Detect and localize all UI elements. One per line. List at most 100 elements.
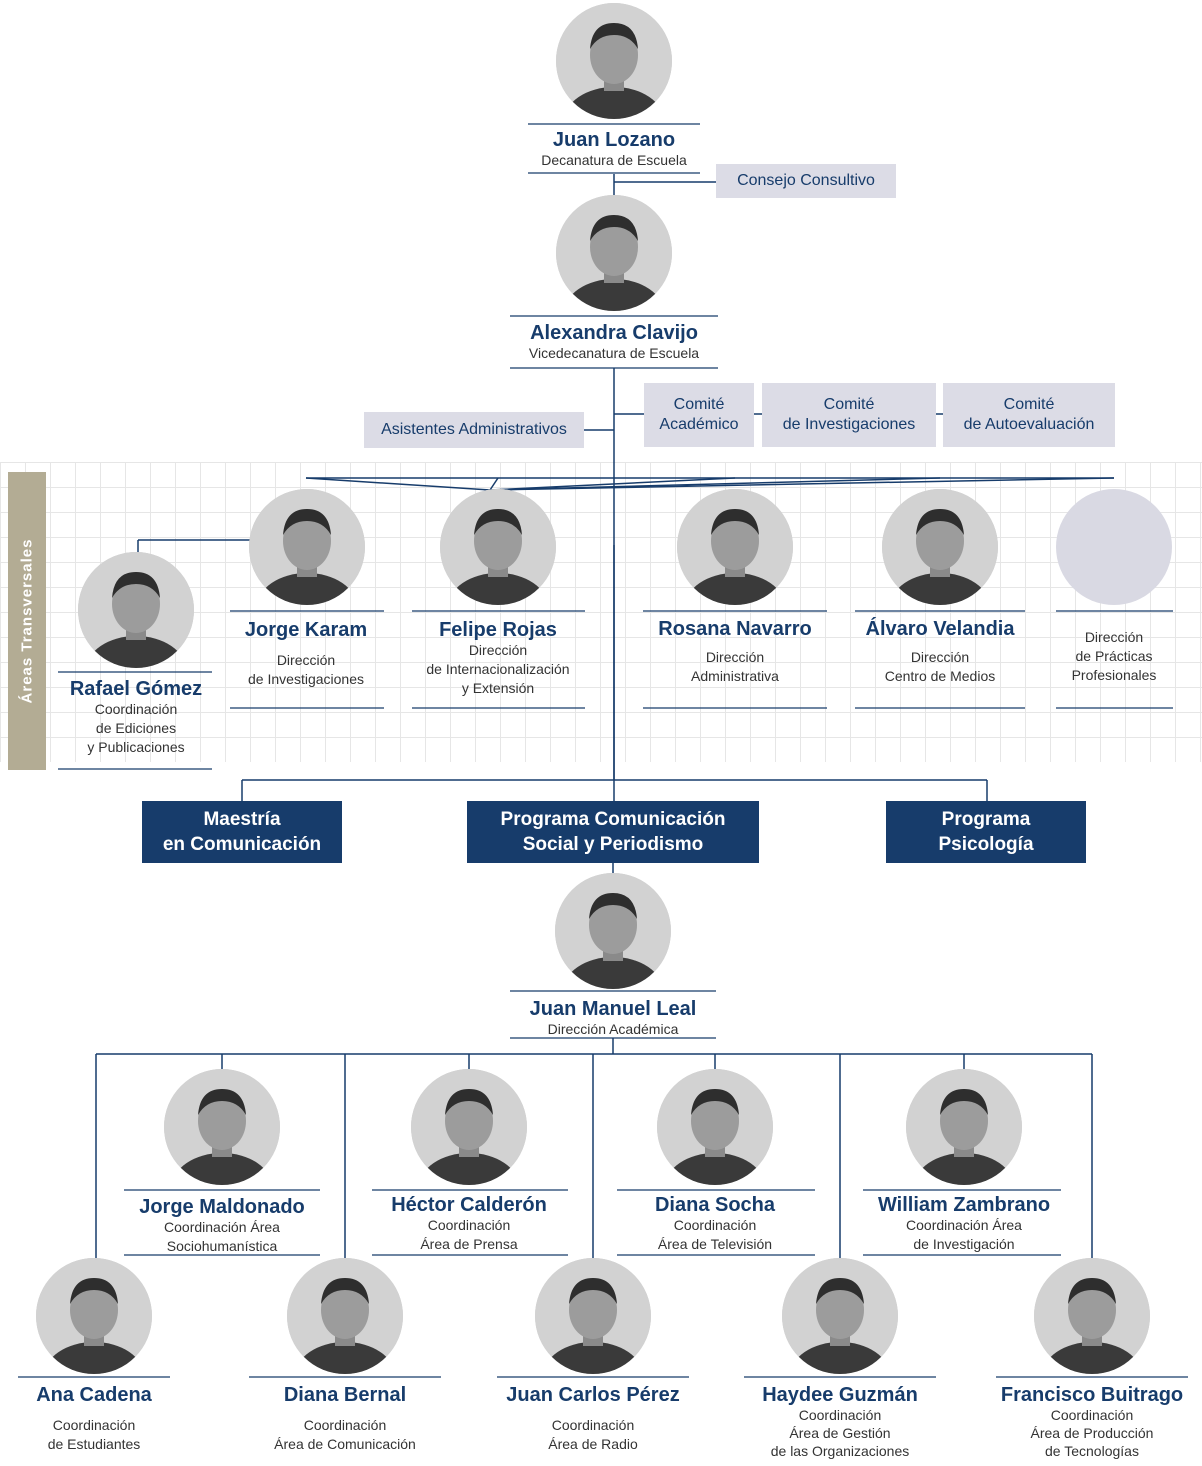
role-line: Dirección	[705, 649, 765, 665]
box-line: de Investigaciones	[782, 416, 916, 433]
role-line: de Internacionalización	[426, 661, 570, 677]
person-name: Juan Manuel Leal	[529, 998, 697, 1020]
background-grid	[0, 462, 1202, 762]
portrait-icon	[657, 1069, 773, 1185]
person-name: Francisco Buitrago	[1000, 1384, 1184, 1406]
photo-jorge-maldonado	[164, 1069, 280, 1185]
program-line: Psicología	[938, 834, 1034, 855]
person-name: Héctor Calderón	[391, 1194, 547, 1216]
role-line: y Publicaciones	[87, 739, 185, 755]
person-name: Rafael Gómez	[69, 678, 203, 700]
role-line: Dirección	[468, 642, 528, 658]
portrait-icon	[287, 1258, 403, 1374]
photo-diana-bernal	[287, 1258, 403, 1374]
person-name: William Zambrano	[877, 1194, 1051, 1216]
person-role: Dirección de Internacionalización y Extens…	[426, 641, 569, 698]
box-line: Comité	[673, 396, 725, 413]
person-name: Ana Cadena	[36, 1384, 152, 1406]
program-line: Maestría	[203, 809, 281, 830]
portrait-icon	[555, 873, 671, 989]
card-juan-manuel-leal: Juan Manuel Leal Dirección Académica	[530, 998, 697, 1039]
role-line: Dirección Académica	[547, 1021, 679, 1037]
role-line: Coordinación	[551, 1417, 635, 1433]
sidebar-areas-transversales	[8, 472, 46, 770]
card-ana-cadena: Ana Cadena Coordinación de Estudiantes	[36, 1384, 152, 1454]
person-name: Álvaro Velandia	[865, 618, 1015, 640]
connector-line	[305, 477, 491, 491]
person-role: Decanatura de Escuela	[541, 151, 687, 170]
portrait-icon	[411, 1069, 527, 1185]
person-name: Diana Bernal	[283, 1384, 407, 1406]
role-line: Área de Gestión	[789, 1425, 891, 1441]
role-line: Profesionales	[1071, 667, 1157, 683]
role-line: y Extensión	[461, 680, 535, 696]
photo-rafael-gomez	[78, 552, 194, 668]
photo-placeholder-practicas	[1056, 489, 1172, 605]
person-name: Rosana Navarro	[658, 618, 812, 640]
portrait-icon	[535, 1258, 651, 1374]
portrait-icon	[556, 3, 672, 119]
photo-rosana-navarro	[677, 489, 793, 605]
box-line: Consejo Consultivo	[737, 172, 875, 189]
role-line: Coordinación	[427, 1217, 511, 1233]
card-felipe-rojas: Felipe Rojas Dirección de Internacionaliz…	[426, 619, 569, 698]
role-line: Centro de Medios	[884, 668, 996, 684]
portrait-icon	[556, 195, 672, 311]
photo-haydee-guzman	[782, 1258, 898, 1374]
portrait-icon	[36, 1258, 152, 1374]
portrait-icon	[249, 489, 365, 605]
role-line: Coordinación	[52, 1417, 136, 1433]
connector-line	[489, 477, 499, 491]
photo-felipe-rojas	[440, 489, 556, 605]
photo-juan-carlos-perez	[535, 1258, 651, 1374]
asistentes-administrativos-box: Asistentes Administrativos	[364, 412, 584, 448]
role-line: Coordinación	[673, 1217, 757, 1233]
role-line: Coordinación	[798, 1407, 882, 1423]
person-name: Alexandra Clavijo	[530, 322, 698, 344]
person-role: Vicedecanatura de Escuela	[529, 344, 699, 363]
role-line: de Investigación	[913, 1236, 1015, 1252]
person-name: Jorge Maldonado	[139, 1196, 305, 1218]
consejo-consultivo-box: Consejo Consultivo	[716, 164, 896, 198]
photo-francisco-buitrago	[1034, 1258, 1150, 1374]
role-line: Coordinación	[1050, 1407, 1134, 1423]
role-line: de Investigaciones	[248, 671, 364, 687]
person-name: Felipe Rojas	[439, 619, 557, 641]
portrait-icon	[906, 1069, 1022, 1185]
role-line: Área de Comunicación	[274, 1436, 416, 1452]
role-line: Decanatura de Escuela	[541, 152, 687, 168]
role-line: Sociohumanística	[166, 1238, 278, 1254]
role-line: Vicedecanatura de Escuela	[528, 345, 700, 361]
person-role: Coordinación de Estudiantes	[36, 1416, 152, 1454]
photo-alexandra-clavijo	[556, 195, 672, 311]
role-line: Área de Producción	[1030, 1425, 1154, 1441]
role-line: de Estudiantes	[47, 1436, 141, 1452]
photo-juan-lozano	[556, 3, 672, 119]
connector-line	[489, 477, 1115, 491]
program-line: Social y Periodismo	[522, 834, 704, 855]
portrait-icon	[677, 489, 793, 605]
